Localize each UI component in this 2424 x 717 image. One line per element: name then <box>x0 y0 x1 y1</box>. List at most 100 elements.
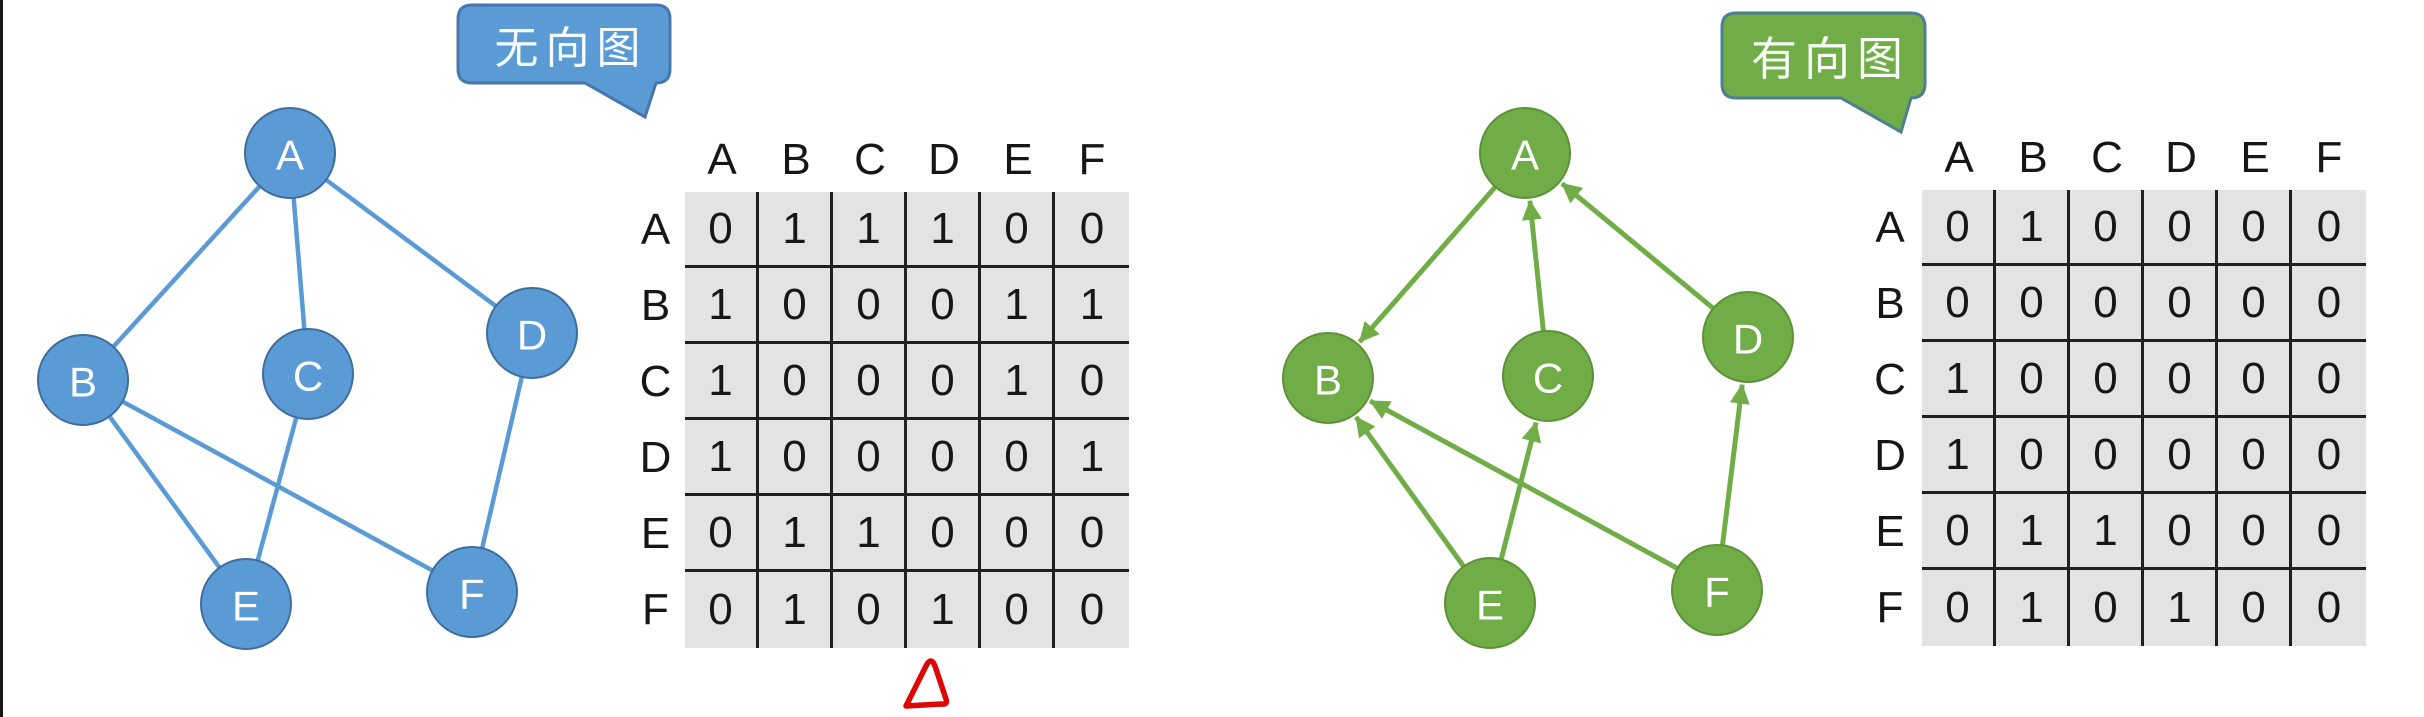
directed-matrix-col-header-E: E <box>2240 133 2270 182</box>
undirected-matrix-cell-C-A: 1 <box>685 344 759 420</box>
screen-left-edge <box>0 0 3 717</box>
node-C-label: C <box>1533 355 1563 402</box>
undirected-matrix-cell-C-D: 0 <box>907 344 981 420</box>
directed-matrix-cell-E-A: 0 <box>1922 494 1996 570</box>
undirected-matrix-cell-B-C: 0 <box>833 268 907 344</box>
undirected-matrix-cell-F-C: 0 <box>833 572 907 648</box>
undirected-matrix-cell-F-A: 0 <box>685 572 759 648</box>
directed-matrix-cell-F-E: 0 <box>2218 570 2292 646</box>
red-triangle-annotation <box>903 658 950 709</box>
undirected-bubble-shape <box>456 3 672 120</box>
directed-matrix-cell-A-F: 0 <box>2292 190 2366 266</box>
node-B-label: B <box>69 359 97 406</box>
node-A-label: A <box>1511 132 1539 179</box>
undirected-matrix-cell-A-F: 0 <box>1055 192 1129 268</box>
undirected-matrix-cell-E-A: 0 <box>685 496 759 572</box>
undirected-matrix-cell-F-B: 1 <box>759 572 833 648</box>
directed-matrix-col-header-D: D <box>2165 133 2197 182</box>
node-B <box>37 334 129 426</box>
node-D-label: D <box>517 312 547 359</box>
directed-matrix-cell-D-C: 0 <box>2070 418 2144 494</box>
undirected-matrix-cell-D-A: 1 <box>685 420 759 496</box>
undirected-matrix-col-header-F: F <box>1078 135 1106 184</box>
directed-matrix-cell-B-A: 0 <box>1922 266 1996 342</box>
directed-matrix-row-label-A: A <box>1875 203 1905 252</box>
edge-F-B <box>1368 398 1719 593</box>
directed-matrix-row-label-D: D <box>1874 431 1906 480</box>
directed-matrix-corner <box>1858 126 1922 190</box>
directed-matrix-cell-A-C: 0 <box>2070 190 2144 266</box>
undirected-matrix-row-label-D: D <box>639 433 672 482</box>
node-A <box>244 107 336 199</box>
undirected-matrix-cell-A-D: 1 <box>907 192 981 268</box>
node-F <box>1671 544 1763 636</box>
node-A <box>1479 107 1571 199</box>
directed-matrix-cell-C-A: 1 <box>1922 342 1996 418</box>
directed-matrix-col-header-A: A <box>1944 133 1974 182</box>
undirected-matrix-cell-D-E: 0 <box>981 420 1055 496</box>
directed-matrix-cell-E-C: 1 <box>2070 494 2144 570</box>
undirected-matrix-cell-F-E: 0 <box>981 572 1055 648</box>
node-E-label: E <box>1476 582 1504 629</box>
undirected-matrix-cell-A-E: 0 <box>981 192 1055 268</box>
undirected-matrix-cell-E-F: 0 <box>1055 496 1129 572</box>
directed-matrix-cell-C-D: 0 <box>2144 342 2218 418</box>
undirected-matrix-cell-A-C: 1 <box>833 192 907 268</box>
undirected-matrix-cell-B-E: 1 <box>981 268 1055 344</box>
directed-matrix-cell-A-E: 0 <box>2218 190 2292 266</box>
undirected-matrix-row-label-F: F <box>642 585 669 634</box>
node-C <box>1502 330 1594 422</box>
node-D <box>486 287 578 379</box>
undirected-matrix-cell-C-C: 0 <box>833 344 907 420</box>
undirected-matrix-cell-A-A: 0 <box>685 192 759 268</box>
undirected-bubble-label: 无向图 <box>494 24 648 73</box>
directed-matrix-cell-C-C: 0 <box>2070 342 2144 418</box>
directed-matrix-cell-F-C: 0 <box>2070 570 2144 646</box>
directed-matrix-cell-B-F: 0 <box>2292 266 2366 342</box>
directed-matrix-cell-A-B: 1 <box>1996 190 2070 266</box>
node-D-label: D <box>1733 316 1763 363</box>
directed-matrix-cell-B-B: 0 <box>1996 266 2070 342</box>
undirected-matrix-cell-F-D: 1 <box>907 572 981 648</box>
directed-matrix-col-header-B: B <box>2018 133 2048 182</box>
node-C <box>262 328 354 420</box>
node-F-label: F <box>1704 569 1730 616</box>
undirected-matrix-row-label-C: C <box>639 357 672 406</box>
directed-matrix-cell-D-D: 0 <box>2144 418 2218 494</box>
directed-matrix-cell-C-F: 0 <box>2292 342 2366 418</box>
undirected-matrix-col-header-D: D <box>928 135 960 184</box>
undirected-matrix-cell-D-C: 0 <box>833 420 907 496</box>
directed-matrix-cell-B-D: 0 <box>2144 266 2218 342</box>
node-A-label: A <box>276 132 304 179</box>
directed-matrix-row-label-E: E <box>1875 507 1905 556</box>
directed-matrix-cell-E-E: 0 <box>2218 494 2292 570</box>
undirected-matrix-col-header-A: A <box>707 135 737 184</box>
directed-matrix-cell-D-E: 0 <box>2218 418 2292 494</box>
directed-matrix-cell-F-A: 0 <box>1922 570 1996 646</box>
undirected-matrix-cell-E-B: 1 <box>759 496 833 572</box>
undirected-matrix-row-label-A: A <box>640 205 671 254</box>
directed-matrix-col-header-F: F <box>2315 133 2343 182</box>
directed-matrix-cell-C-B: 0 <box>1996 342 2070 418</box>
undirected-matrix-cell-F-F: 0 <box>1055 572 1129 648</box>
directed-matrix-cell-C-E: 0 <box>2218 342 2292 418</box>
directed-matrix-cell-E-B: 1 <box>1996 494 2070 570</box>
node-E <box>1444 557 1536 649</box>
undirected-matrix-cell-C-F: 0 <box>1055 344 1129 420</box>
node-C-label: C <box>293 353 323 400</box>
node-F <box>426 546 518 638</box>
undirected-matrix-cell-A-B: 1 <box>759 192 833 268</box>
node-B-label: B <box>1314 357 1342 404</box>
undirected-matrix-cell-D-D: 0 <box>907 420 981 496</box>
edge-B-E <box>81 378 248 606</box>
undirected-matrix-cell-D-B: 0 <box>759 420 833 496</box>
directed-matrix-cell-A-A: 0 <box>1922 190 1996 266</box>
undirected-matrix-cell-C-E: 1 <box>981 344 1055 420</box>
directed-matrix-cell-D-F: 0 <box>2292 418 2366 494</box>
undirected-matrix-cell-B-D: 0 <box>907 268 981 344</box>
